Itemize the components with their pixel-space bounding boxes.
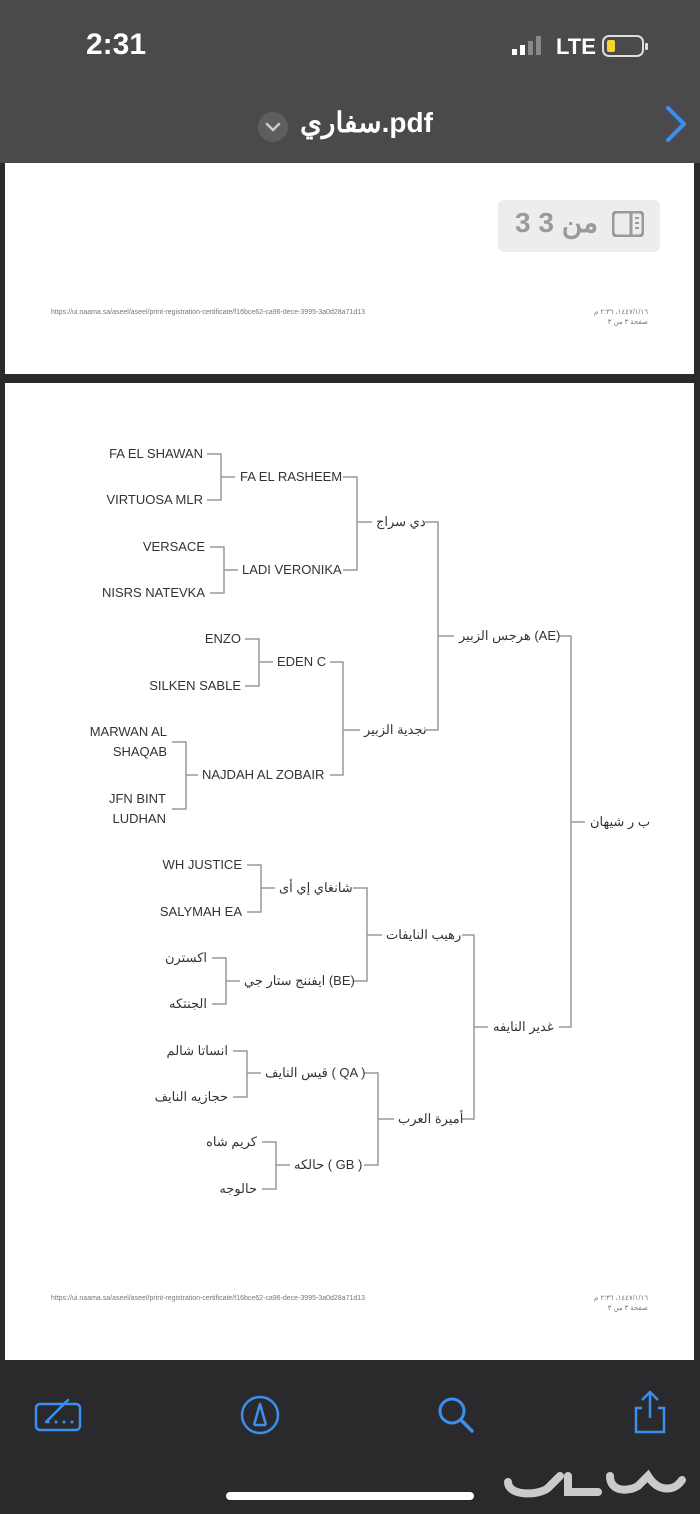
ancestor-name: حجازيه النايف bbox=[154, 1089, 228, 1104]
ancestor-name: VERSACE bbox=[142, 539, 205, 554]
ancestor-name: LADI VERONIKA bbox=[242, 562, 342, 577]
footer-url: https://ui.naama.sa/aseel/aseel/print-re… bbox=[51, 1295, 366, 1302]
dam-sire-name: رهيب النايفات bbox=[386, 927, 462, 942]
markup-icon[interactable] bbox=[34, 1394, 84, 1434]
footer-meta: ١٤٤٧/١/١٦، ٢:٣٦ م صفحة ٣ من ٣ bbox=[540, 308, 648, 328]
footer-url: https://ui.naama.sa/aseel/aseel/print-re… bbox=[51, 309, 366, 316]
subject-name: ب ر شيهان bbox=[590, 814, 651, 829]
signal-icon bbox=[512, 36, 541, 55]
sire-sire-name: دي سراج bbox=[376, 514, 426, 529]
ancestor-name: قيس النايف ( QA ) bbox=[265, 1065, 366, 1080]
nav-bar bbox=[0, 95, 700, 163]
ancestor-name: اكسترن bbox=[164, 950, 207, 965]
share-icon[interactable] bbox=[630, 1388, 670, 1436]
footer-date: ١٤٤٧/١/١٦، ٢:٣٦ م bbox=[594, 309, 648, 316]
ancestor-name: VIRTUOSA MLR bbox=[106, 492, 203, 507]
ancestor-name: JFN BINT bbox=[108, 791, 166, 806]
sidebar-icon bbox=[612, 211, 644, 237]
ancestor-name: FA EL RASHEEM bbox=[240, 469, 343, 484]
status-time: 2:31 bbox=[86, 28, 147, 61]
sire-dam-name: نجدية الزبير bbox=[364, 722, 427, 737]
ancestor-name: حالوجه bbox=[219, 1181, 257, 1196]
ancestor-name: الجنتكه bbox=[169, 996, 207, 1011]
ancestor-name: LUDHAN bbox=[112, 811, 166, 826]
footer-meta: ١٤٤٧/١/١٦، ٢:٣٦ م صفحة ٣ من ٣ bbox=[540, 1294, 648, 1314]
network-type: LTE bbox=[556, 34, 596, 59]
battery-icon bbox=[602, 35, 648, 57]
title-menu-button[interactable] bbox=[258, 112, 288, 142]
page-indicator-text: 3 من 3 bbox=[515, 207, 599, 238]
ancestor-name: ENZO bbox=[204, 631, 241, 646]
ancestor-name: SALYMAH EA bbox=[159, 904, 242, 919]
ancestor-name: حالكه ( GB ) bbox=[294, 1157, 363, 1172]
page-indicator bbox=[498, 200, 660, 252]
ancestor-name: كريم شاه bbox=[206, 1134, 257, 1149]
home-indicator bbox=[226, 1492, 474, 1500]
status-bar bbox=[0, 0, 700, 95]
pdf-page-current bbox=[5, 383, 694, 1360]
sire-name: هرجس الزبير (AE) bbox=[459, 628, 561, 643]
pen-icon[interactable] bbox=[239, 1394, 281, 1436]
chevron-down-icon bbox=[265, 122, 281, 132]
dam-dam-name: أميرة العرب bbox=[398, 1111, 464, 1126]
pdf-page-previous bbox=[5, 163, 694, 374]
ancestor-name: انساتا شالم bbox=[166, 1043, 228, 1058]
footer-date: ١٤٤٧/١/١٦، ٢:٣٦ م bbox=[594, 1295, 648, 1302]
ancestor-name: MARWAN AL bbox=[89, 724, 167, 739]
ancestor-name: ايفننج ستار جي (BE) bbox=[244, 973, 355, 988]
chevron-right-icon[interactable] bbox=[660, 104, 690, 144]
ancestor-name: FA EL SHAWAN bbox=[109, 446, 203, 461]
ancestor-name: NAJDAH AL ZOBAIR bbox=[202, 767, 325, 782]
ancestor-name: SILKEN SABLE bbox=[149, 678, 241, 693]
search-icon[interactable] bbox=[435, 1394, 477, 1436]
ancestor-name: NISRS NATEVKA bbox=[101, 585, 205, 600]
haraj-watermark-logo bbox=[504, 1469, 686, 1498]
ancestor-name: شانغاي إي أى bbox=[279, 880, 353, 895]
document-title[interactable]: سفاري.pdf bbox=[300, 107, 433, 138]
ancestor-name: EDEN C bbox=[277, 654, 327, 669]
ancestor-name: SHAQAB bbox=[112, 744, 167, 759]
footer-page: صفحة ٣ من ٣ bbox=[607, 319, 648, 326]
footer-page: صفحة ٣ من ٣ bbox=[607, 1305, 648, 1312]
dam-name: غدير النايفه bbox=[493, 1019, 554, 1034]
ancestor-name: WH JUSTICE bbox=[162, 857, 242, 872]
